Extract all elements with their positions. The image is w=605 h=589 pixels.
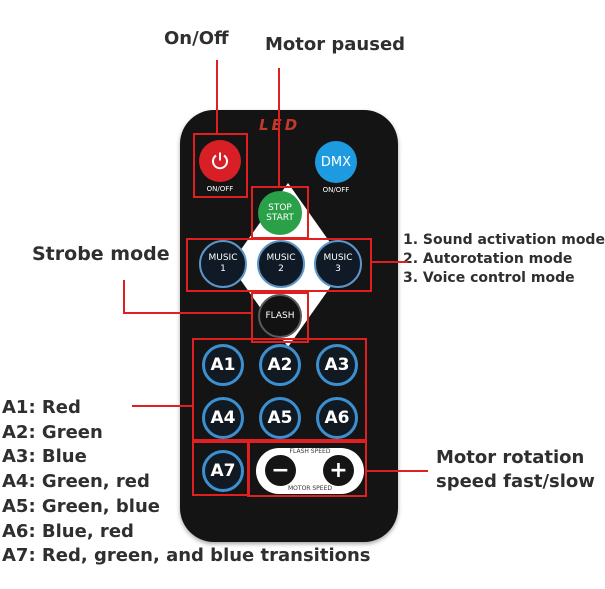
a5-button[interactable]: A5: [259, 397, 301, 439]
speed-highlight-box: [247, 441, 367, 497]
color-list-connector-line: [132, 405, 193, 407]
music-highlight-box: [186, 238, 372, 292]
stop-start-connector-line: [278, 68, 280, 187]
music-mode-2-text: 2. Autorotation mode: [403, 251, 573, 267]
a7-highlight-box: [192, 441, 250, 496]
color-a1-text: A1: Red: [2, 397, 81, 418]
flash-connector-line-vertical: [123, 280, 125, 313]
power-highlight-box: [193, 133, 248, 198]
speed-plus-button[interactable]: +: [323, 455, 354, 486]
power-icon: [212, 152, 228, 170]
music-mode-1-text: 1. Sound activation mode: [403, 232, 605, 248]
color-a7-text: A7: Red, green, and blue transitions: [2, 545, 371, 567]
music-1-button[interactable]: MUSIC 1: [199, 240, 247, 288]
music-modes-annotation: 1. Sound activation mode 2. Autorotation…: [403, 231, 605, 288]
stop-start-highlight-box: [251, 186, 309, 239]
color-a6-text: A6: Blue, red: [2, 520, 134, 542]
start-label: START: [266, 213, 294, 223]
music-1-number: 1: [220, 264, 226, 274]
a3-label: A3: [324, 355, 350, 375]
on-off-annotation: On/Off: [164, 28, 229, 49]
motor-rotation-annotation: Motor rotation speed fast/slow: [436, 446, 595, 494]
flash-speed-label: FLASH SPEED: [289, 448, 331, 455]
a6-label: A6: [324, 408, 350, 428]
music-3-button[interactable]: MUSIC 3: [314, 240, 362, 288]
color-a4-text: A4: Green, red: [2, 471, 150, 493]
motor-rotation-line-1: Motor rotation: [436, 447, 585, 468]
motor-paused-annotation: Motor paused: [265, 34, 406, 55]
motor-speed-label: MOTOR SPEED: [288, 485, 332, 492]
music-3-number: 3: [335, 264, 341, 274]
power-button[interactable]: [199, 140, 241, 182]
color-list-annotation: A1: Red A2: Green A3: Blue A4: Green, re…: [2, 396, 371, 569]
music-3-label: MUSIC: [323, 253, 353, 263]
a-buttons-highlight-box: [192, 338, 367, 441]
a1-label: A1: [210, 355, 236, 375]
flash-label: FLASH: [265, 311, 295, 321]
speed-minus-button[interactable]: −: [265, 455, 296, 486]
color-a5-text: A5: Green, blue: [2, 495, 160, 517]
music-2-number: 2: [278, 264, 284, 274]
a2-label: A2: [267, 355, 293, 375]
power-connector-line: [216, 60, 218, 134]
music-mode-3-text: 3. Voice control mode: [403, 270, 575, 286]
a7-button[interactable]: A7: [202, 450, 244, 492]
a7-label: A7: [210, 461, 236, 481]
music-1-label: MUSIC: [208, 253, 238, 263]
a5-label: A5: [267, 408, 293, 428]
a1-button[interactable]: A1: [202, 344, 244, 386]
speed-connector-line: [367, 470, 428, 472]
color-a3-text: A3: Blue: [2, 446, 87, 468]
music-2-label: MUSIC: [266, 253, 296, 263]
music-2-button[interactable]: MUSIC 2: [257, 240, 305, 288]
dmx-button[interactable]: DMX: [315, 141, 357, 183]
dmx-on-off-label: ON/OFF: [322, 186, 350, 194]
power-on-off-label: ON/OFF: [206, 185, 234, 193]
a6-button[interactable]: A6: [316, 397, 358, 439]
flash-connector-line-horizontal: [123, 312, 251, 314]
music-connector-line: [372, 261, 408, 263]
dmx-button-label: DMX: [320, 154, 352, 170]
a2-button[interactable]: A2: [259, 344, 301, 386]
a3-button[interactable]: A3: [316, 344, 358, 386]
plus-label: +: [329, 458, 348, 483]
a4-button[interactable]: A4: [202, 397, 244, 439]
stop-start-button[interactable]: STOP START: [258, 191, 302, 235]
stop-label: STOP: [268, 203, 292, 213]
color-a2-text: A2: Green: [2, 421, 103, 443]
flash-highlight-box: [251, 292, 309, 343]
a4-label: A4: [210, 408, 236, 428]
strobe-mode-annotation: Strobe mode: [32, 243, 170, 265]
motor-rotation-line-2: speed fast/slow: [436, 471, 595, 492]
minus-label: −: [271, 458, 290, 483]
flash-button[interactable]: FLASH: [258, 294, 302, 338]
